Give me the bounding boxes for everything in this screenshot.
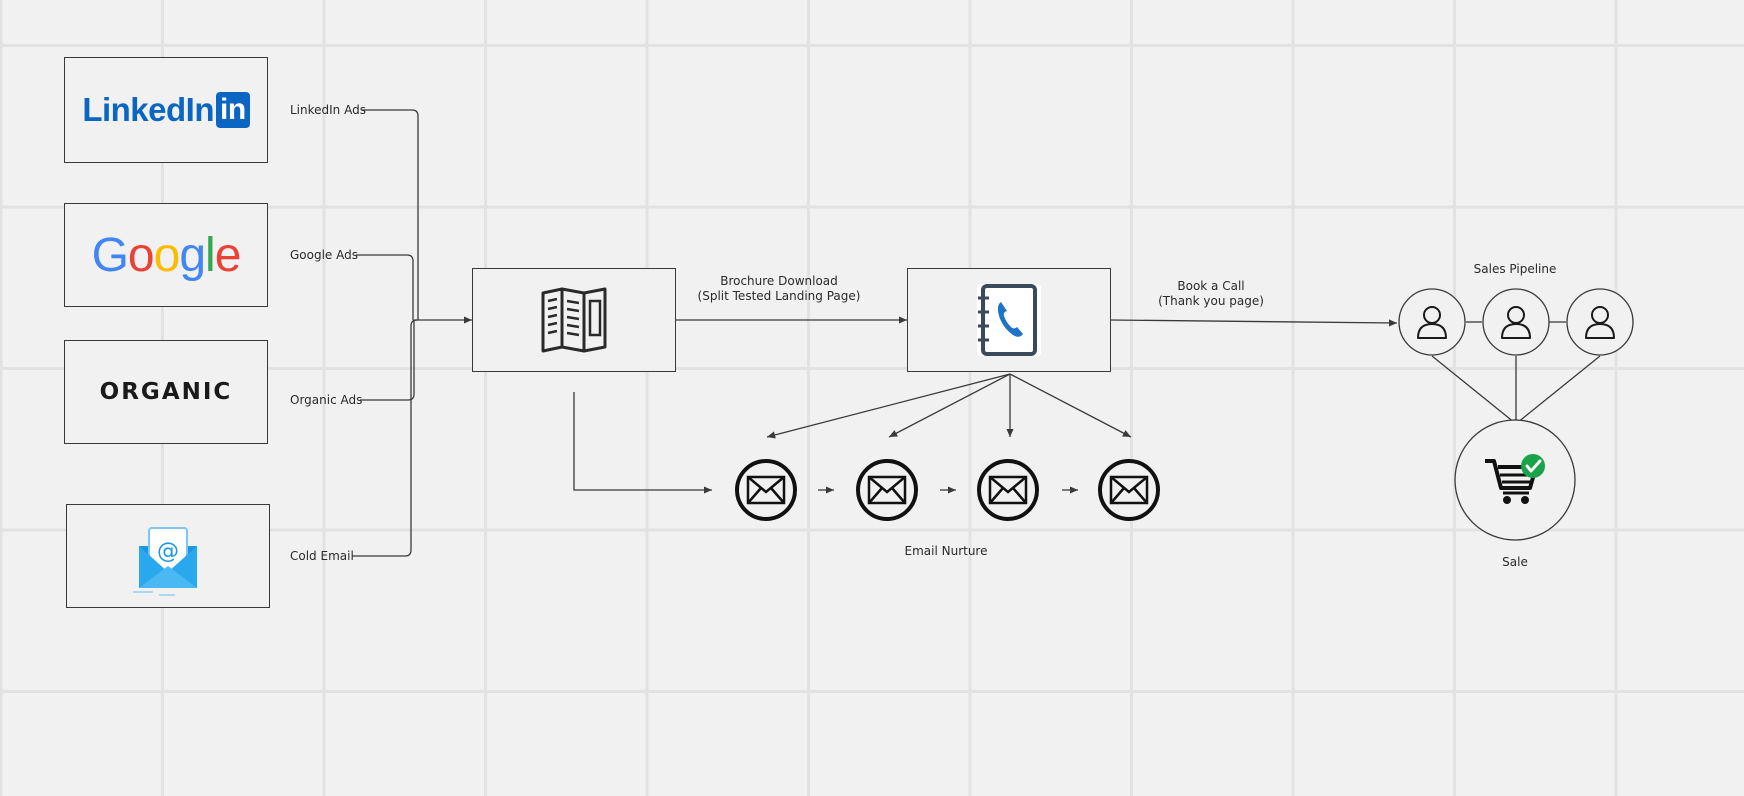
- google-source-box[interactable]: Google: [64, 203, 268, 307]
- pipeline-person-2[interactable]: [1482, 288, 1550, 356]
- person-icon: [1501, 306, 1531, 339]
- linkedin-logo-in: in: [216, 92, 250, 128]
- phone-book-icon: [977, 284, 1041, 356]
- linkedin-logo-text: LinkedIn: [82, 91, 214, 128]
- edge-coldemail: [352, 319, 418, 557]
- edge-phonebook-pipeline: [1110, 319, 1398, 327]
- organic-logo: ORGANIC: [99, 379, 233, 405]
- person-icon: [1417, 306, 1447, 339]
- email-nurture-2[interactable]: [856, 459, 918, 521]
- organic-ads-label: Organic Ads: [290, 393, 363, 407]
- phonebook-box[interactable]: [907, 268, 1111, 372]
- brochure-download-label: Brochure Download (Split Tested Landing …: [698, 274, 861, 304]
- cold-email-label: Cold Email: [290, 549, 354, 563]
- check-circle-icon: [1521, 454, 1545, 478]
- pipeline-person-1[interactable]: [1398, 288, 1466, 356]
- person-icon: [1585, 306, 1615, 339]
- email-envelope-icon: @: [133, 527, 197, 596]
- edge-p1-sale: [1431, 355, 1516, 424]
- email-nurture-1[interactable]: [735, 459, 797, 521]
- pipeline-person-3[interactable]: [1566, 288, 1634, 356]
- organic-source-box[interactable]: ORGANIC: [64, 340, 268, 444]
- envelope-icon: [1109, 475, 1149, 505]
- sales-pipeline-label: Sales Pipeline: [1473, 262, 1557, 276]
- cold-email-source-box[interactable]: @: [66, 504, 270, 608]
- google-logo-letter: l: [205, 228, 216, 282]
- edge-linkedin: [362, 109, 419, 320]
- linkedin-ads-label: LinkedIn Ads: [290, 103, 366, 117]
- book-a-call-label: Book a Call (Thank you page): [1158, 279, 1264, 309]
- edge-organic: [360, 320, 415, 401]
- sale-label: Sale: [1502, 555, 1528, 569]
- edge-google: [356, 254, 414, 320]
- edge-phone-email2: [888, 373, 1011, 438]
- at-sign-glyph: @: [157, 539, 179, 564]
- brochure-label-line2: (Split Tested Landing Page): [697, 289, 861, 303]
- google-logo-letter: G: [91, 228, 129, 282]
- email-nurture-4[interactable]: [1098, 459, 1160, 521]
- edge-brochure-nurture: [573, 392, 712, 494]
- email-nurture-3[interactable]: [977, 459, 1039, 521]
- envelope-icon: [867, 475, 907, 505]
- google-ads-label: Google Ads: [290, 248, 358, 262]
- edge-phone-email4: [1009, 373, 1132, 438]
- edge-phone-email1: [766, 373, 1011, 439]
- brochure-box[interactable]: [472, 268, 676, 372]
- google-logo-letter: e: [214, 228, 242, 282]
- brochure-label-line1: Brochure Download: [720, 274, 838, 288]
- envelope-icon: [746, 475, 786, 505]
- email-nurture-label: Email Nurture: [904, 544, 988, 558]
- edge-p3-sale: [1516, 355, 1601, 424]
- brochure-icon: [541, 287, 607, 353]
- book-call-line2: (Thank you page): [1158, 294, 1264, 308]
- google-logo-letter: o: [127, 228, 155, 282]
- sale-circle[interactable]: [1454, 419, 1576, 541]
- google-logo: Google: [91, 228, 242, 283]
- google-logo-letter: o: [153, 228, 181, 282]
- book-call-line1: Book a Call: [1177, 279, 1245, 293]
- google-logo-letter: g: [179, 228, 206, 282]
- envelope-icon: [988, 475, 1028, 505]
